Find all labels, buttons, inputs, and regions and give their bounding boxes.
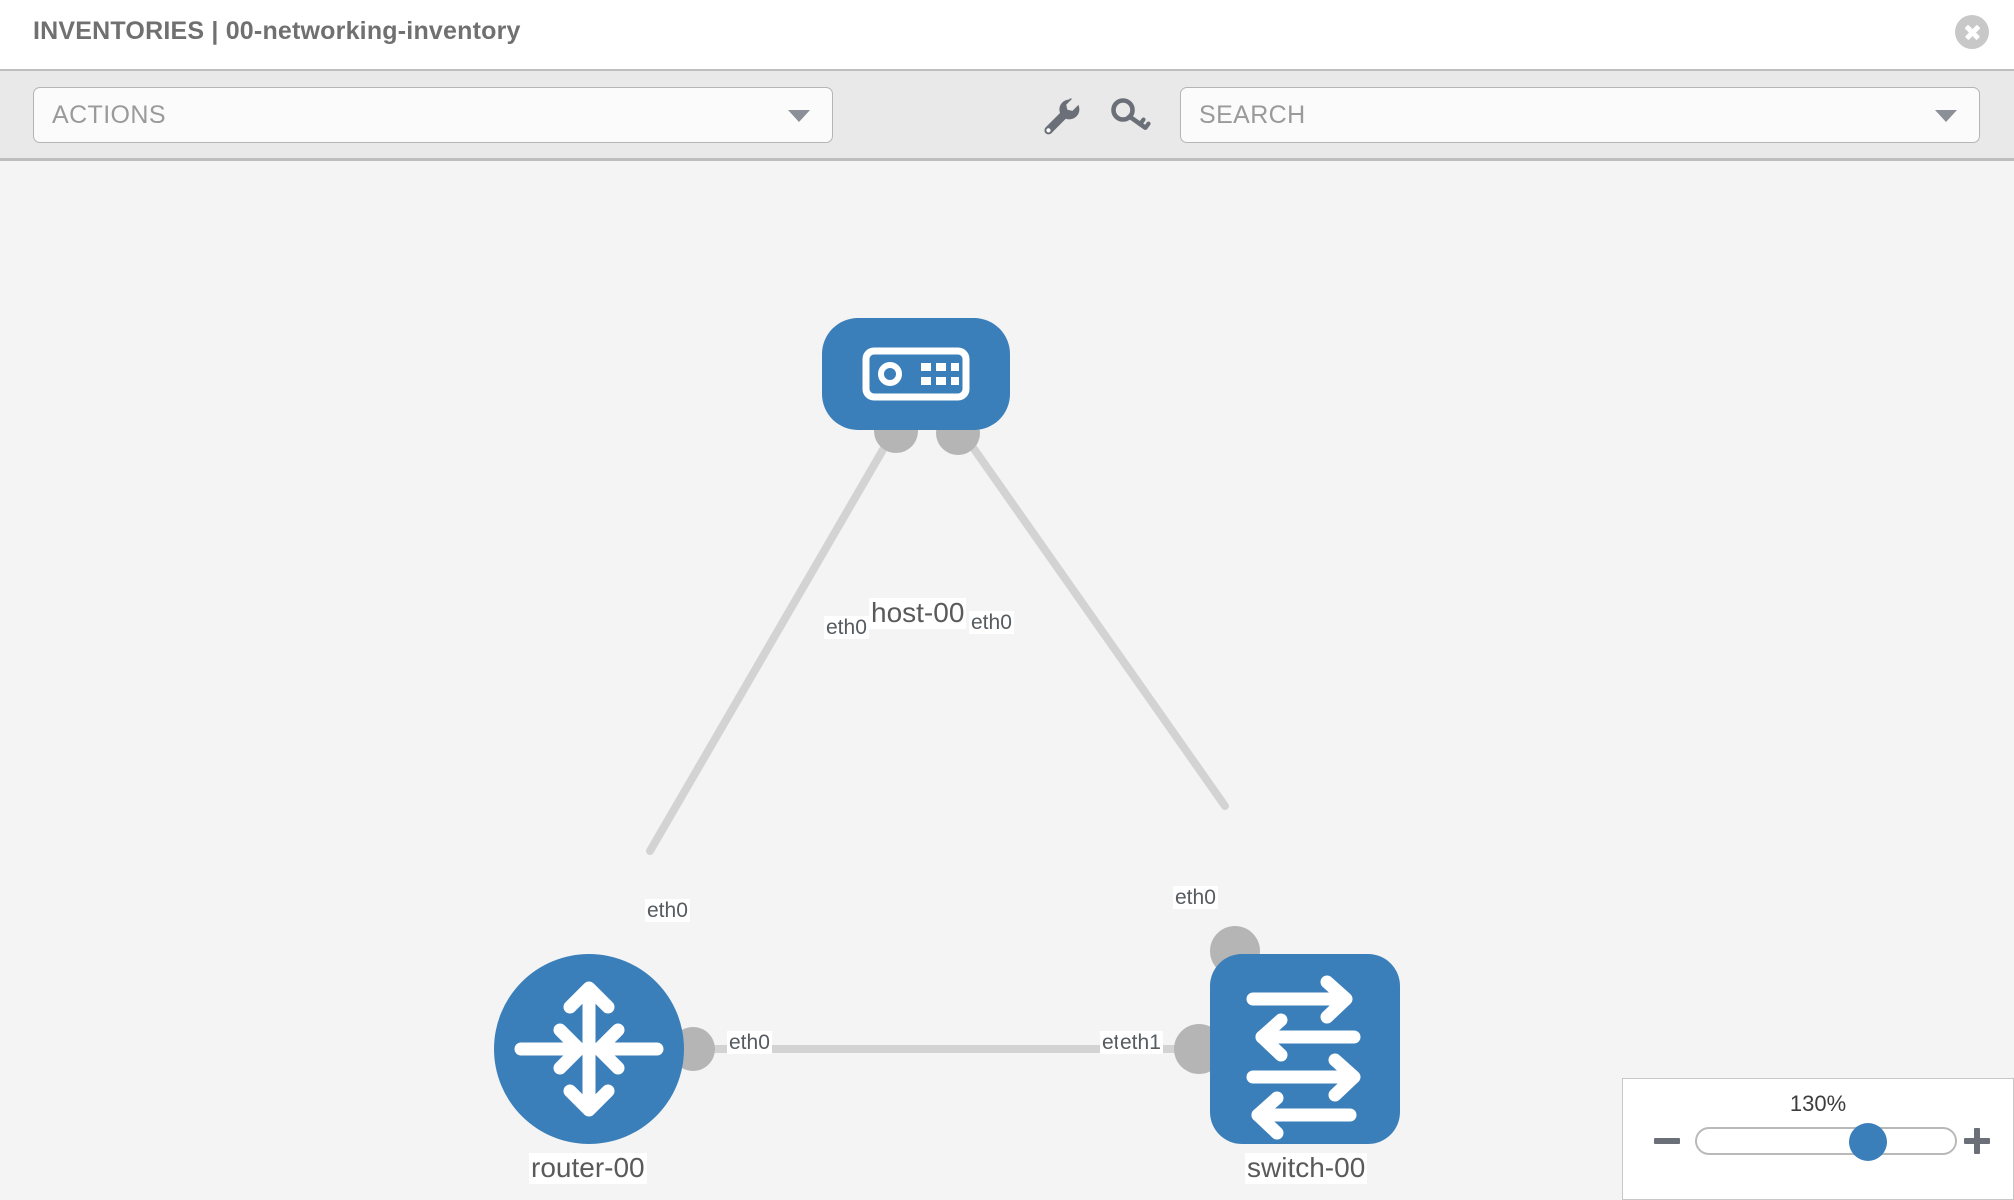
zoom-out-button[interactable] (1651, 1125, 1683, 1157)
chevron-down-icon (788, 110, 810, 122)
page-header: INVENTORIES | 00-networking-inventory (0, 0, 2014, 69)
link-host-router (646, 425, 899, 855)
node-label-host-00: host-00 (869, 597, 967, 629)
topology-canvas[interactable]: eth0 eth0 host-00 eth0 eth0 eth0 eth eth… (0, 161, 2014, 1200)
zoom-level-text: 130% (1789, 1091, 1847, 1116)
iface-label-host-left: eth0 (824, 616, 869, 640)
four-arrows-inward-icon (514, 981, 664, 1117)
node-label-switch-00: switch-00 (1245, 1152, 1368, 1184)
zoom-slider-handle[interactable] (1849, 1123, 1887, 1161)
zoom-slider[interactable] (1695, 1123, 1957, 1161)
search-input[interactable]: SEARCH (1180, 87, 1980, 143)
zoom-in-button[interactable] (1961, 1125, 1993, 1157)
iface-label-host-right: eth0 (969, 611, 1014, 635)
close-icon[interactable] (1955, 15, 1989, 49)
switch-arrows-icon (1246, 975, 1361, 1140)
search-placeholder: SEARCH (1199, 101, 1306, 129)
iface-label-switch-up: eth0 (1173, 886, 1218, 910)
chevron-down-icon (1935, 110, 1957, 122)
iface-label-switch-left: eth1 (1118, 1031, 1163, 1055)
actions-dropdown-label: ACTIONS (52, 101, 166, 129)
topology-graph (494, 318, 1400, 1144)
key-icon[interactable] (1107, 93, 1153, 139)
link-host-switch (956, 425, 1229, 810)
wrench-icon[interactable] (1037, 93, 1083, 139)
iface-label-router-up: eth0 (645, 899, 690, 923)
node-router-00[interactable] (494, 954, 684, 1144)
actions-dropdown[interactable]: ACTIONS (33, 87, 833, 143)
server-appliance-icon (862, 347, 970, 401)
node-host-00[interactable] (822, 318, 1010, 430)
iface-label-router-right: eth0 (727, 1031, 772, 1055)
node-label-router-00: router-00 (529, 1152, 647, 1184)
page-title: INVENTORIES | 00-networking-inventory (33, 17, 521, 45)
zoom-control-panel: 130% (1622, 1078, 2014, 1200)
node-switch-00[interactable] (1210, 954, 1400, 1144)
toolbar: ACTIONS SEARCH (0, 69, 2014, 161)
